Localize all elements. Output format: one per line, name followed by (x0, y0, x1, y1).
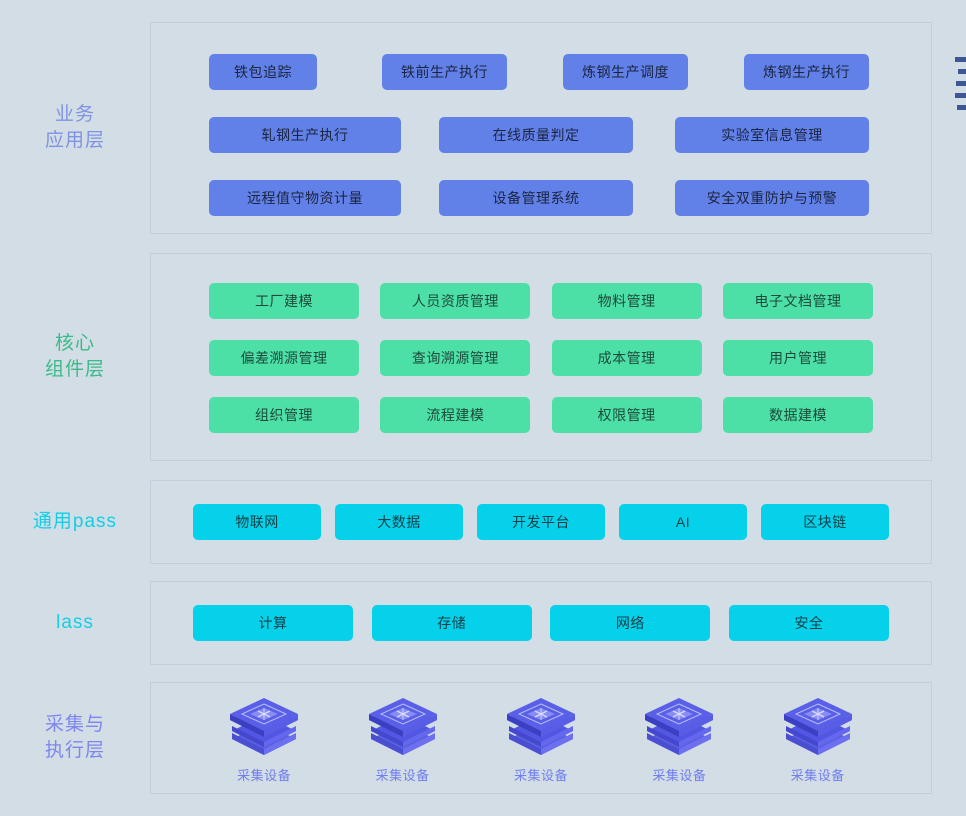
core-row-2: 偏差溯源管理查询溯源管理成本管理用户管理 (151, 340, 931, 376)
iaas-row: 计算存储网络安全 (151, 605, 931, 641)
app-chip-3-1[interactable]: 远程值守物资计量 (209, 180, 401, 216)
device-cube-icon (506, 698, 575, 755)
right-edge-marker-list (955, 57, 966, 110)
device-item-2[interactable]: 采集设备 (343, 697, 463, 784)
app-chip-1-3[interactable]: 炼钢生产调度 (563, 54, 688, 90)
core-chip-1-3[interactable]: 物料管理 (551, 283, 702, 319)
app-chip-3-3[interactable]: 安全双重防护与预警 (675, 180, 869, 216)
layer-box-collection-execution: 采集设备 采集设备 采集设备 (150, 682, 932, 794)
layer-label-general-paas: 通用pass (32, 511, 118, 533)
device-label: 采集设备 (513, 768, 568, 783)
layer-label-collection-execution: 采集与 执行层 (44, 714, 105, 761)
core-chip-3-3[interactable]: 权限管理 (551, 397, 702, 433)
edge-device-row: 采集设备 采集设备 采集设备 (151, 697, 931, 783)
paas-chip-4[interactable]: AI (619, 504, 747, 540)
app-row-3: 远程值守物资计量 设备管理系统 安全双重防护与预警 (151, 180, 931, 216)
edge-marker (955, 57, 966, 62)
iaas-chip-3[interactable]: 网络 (550, 605, 711, 641)
app-row-2: 轧钢生产执行 在线质量判定 实验室信息管理 (151, 117, 931, 153)
edge-marker (958, 69, 966, 74)
device-cube-icon (230, 698, 299, 755)
layer-core-components: 核心 组件层 工厂建模人员资质管理物料管理电子文档管理 偏差溯源管理查询溯源管理… (0, 253, 932, 461)
device-label: 采集设备 (652, 768, 707, 783)
device-label: 采集设备 (790, 768, 845, 783)
core-row-1: 工厂建模人员资质管理物料管理电子文档管理 (151, 283, 931, 319)
edge-marker (955, 93, 966, 98)
app-chip-1-4[interactable]: 炼钢生产执行 (744, 54, 869, 90)
device-item-4[interactable]: 采集设备 (619, 697, 739, 784)
device-cube-icon (645, 698, 714, 755)
core-chip-2-1[interactable]: 偏差溯源管理 (209, 340, 359, 376)
layer-box-general-paas: 物联网大数据开发平台 AI 区块链 (150, 480, 932, 564)
core-chip-2-2[interactable]: 查询溯源管理 (380, 340, 531, 376)
core-row-3: 组织管理流程建模权限管理数据建模 (151, 397, 931, 433)
device-cube-icon (368, 698, 437, 755)
iaas-chip-4[interactable]: 安全 (728, 605, 889, 641)
layer-iaas: lass 计算存储网络安全 (0, 581, 932, 665)
paas-chip-2[interactable]: 大数据 (335, 504, 463, 540)
device-item-3[interactable]: 采集设备 (481, 697, 601, 784)
core-chip-1-2[interactable]: 人员资质管理 (380, 283, 531, 319)
layer-box-business-application: 铁包追踪 铁前生产执行 炼钢生产调度 炼钢生产执行 轧钢生产执行 在线质量判定 实验室信息… (150, 22, 932, 234)
device-cube-icon (783, 698, 852, 755)
device-label: 采集设备 (375, 768, 430, 783)
layer-business-application: 业务 应用层 铁包追踪 铁前生产执行 炼钢生产调度 炼钢生产执行 轧钢生产执行 在线质量… (0, 22, 932, 234)
app-chip-1-2[interactable]: 铁前生产执行 (382, 54, 507, 90)
core-chip-1-4[interactable]: 电子文档管理 (722, 283, 873, 319)
iaas-chip-2[interactable]: 存储 (371, 605, 532, 641)
iaas-chip-1[interactable]: 计算 (193, 605, 353, 641)
paas-chip-3[interactable]: 开发平台 (477, 504, 605, 540)
device-item-1[interactable]: 采集设备 (204, 697, 324, 784)
core-chip-3-4[interactable]: 数据建模 (722, 397, 873, 433)
edge-marker (957, 105, 966, 110)
device-item-5[interactable]: 采集设备 (758, 697, 878, 784)
core-chip-2-3[interactable]: 成本管理 (551, 340, 702, 376)
paas-chip-5[interactable]: 区块链 (761, 504, 889, 540)
app-chip-2-2[interactable]: 在线质量判定 (439, 117, 633, 153)
layer-label-core-components: 核心 组件层 (44, 333, 105, 380)
device-label: 采集设备 (237, 768, 292, 783)
layer-general-paas: 通用pass 物联网大数据开发平台 AI 区块链 (0, 480, 932, 564)
core-chip-3-2[interactable]: 流程建模 (380, 397, 531, 433)
app-chip-2-1[interactable]: 轧钢生产执行 (209, 117, 401, 153)
app-row-1: 铁包追踪 铁前生产执行 炼钢生产调度 炼钢生产执行 (151, 54, 931, 90)
app-chip-1-1[interactable]: 铁包追踪 (209, 54, 317, 90)
paas-row: 物联网大数据开发平台 AI 区块链 (151, 504, 931, 540)
app-chip-3-2[interactable]: 设备管理系统 (439, 180, 633, 216)
core-chip-3-1[interactable]: 组织管理 (209, 397, 359, 433)
layer-label-iaas: lass (56, 612, 94, 634)
core-chip-1-1[interactable]: 工厂建模 (209, 283, 359, 319)
paas-chip-1[interactable]: 物联网 (193, 504, 321, 540)
layer-box-core-components: 工厂建模人员资质管理物料管理电子文档管理 偏差溯源管理查询溯源管理成本管理用户管… (150, 253, 932, 461)
edge-marker (956, 81, 966, 86)
layer-label-business-application: 业务 应用层 (44, 104, 105, 151)
core-chip-2-4[interactable]: 用户管理 (722, 340, 873, 376)
layer-collection-execution: 采集与 执行层 采集设备 (0, 682, 932, 794)
app-chip-2-3[interactable]: 实验室信息管理 (675, 117, 869, 153)
layer-box-iaas: 计算存储网络安全 (150, 581, 932, 665)
